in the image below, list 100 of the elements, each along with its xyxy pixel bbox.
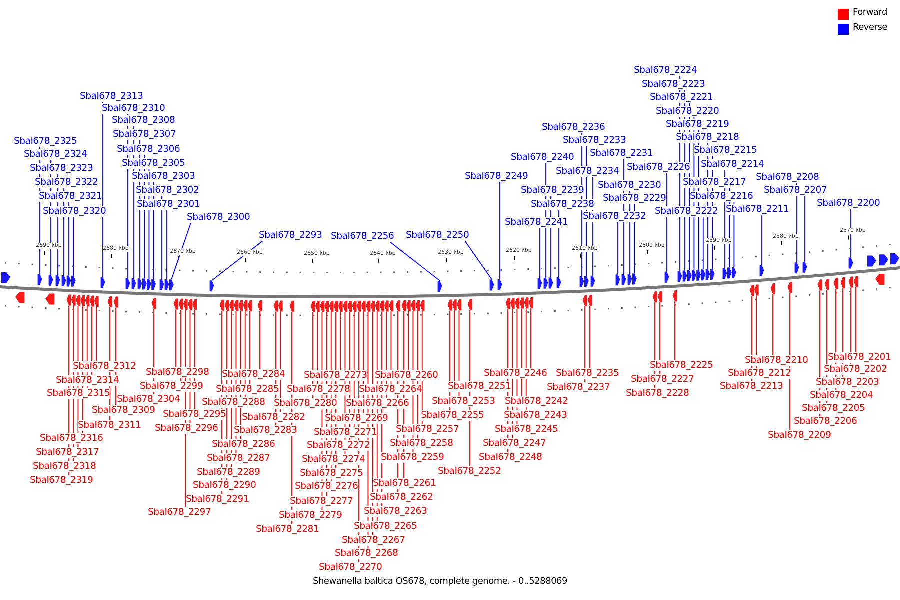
gene-feature xyxy=(411,300,416,312)
gene-label: Sbal678_2234 xyxy=(556,166,620,176)
gene-feature xyxy=(352,300,357,312)
gene-label: Sbal678_2204 xyxy=(810,390,874,400)
gene-feature xyxy=(108,296,112,308)
gene-label: Sbal678_2306 xyxy=(117,144,180,154)
gene-feature xyxy=(538,278,542,290)
gene-label: Sbal678_2300 xyxy=(187,212,250,222)
gene-feature xyxy=(320,300,324,312)
gene-feature xyxy=(524,298,529,309)
leader-line xyxy=(96,306,98,362)
gene-label: Sbal678_2281 xyxy=(256,524,320,534)
gene-label: Sbal678_2293 xyxy=(259,230,322,240)
gene-label: Sbal678_2262 xyxy=(370,492,434,502)
leader-line xyxy=(171,222,192,280)
gene-label: Sbal678_2238 xyxy=(531,198,594,210)
gene-label: Sbal678_2223 xyxy=(642,78,706,90)
leader-line xyxy=(464,240,492,280)
gene-label: Sbal678_2280 xyxy=(274,398,338,408)
gene-label: Sbal678_2283 xyxy=(234,424,298,436)
gene-label: Sbal678_2208 xyxy=(756,172,820,182)
gene-label: Sbal678_2284 xyxy=(222,368,286,380)
gene-label: Sbal678_2224 xyxy=(634,64,698,76)
caption: Shewanella baltica OS678, complete genome. - 0..5288069 xyxy=(313,577,568,588)
gene-label: Sbal678_2261 xyxy=(373,478,436,488)
gene-label: Sbal678_2295 xyxy=(163,408,226,420)
gene-feature xyxy=(274,300,278,312)
gene-label: Sbal678_2233 xyxy=(563,134,626,146)
gene-feature xyxy=(370,300,375,312)
gene-label: Sbal678_2203 xyxy=(816,376,880,388)
gene-label: Sbal678_2213 xyxy=(720,380,784,392)
gene-label: Sbal678_2220 xyxy=(656,106,720,116)
gene-label: Sbal678_2245 xyxy=(495,424,558,434)
leader-line xyxy=(166,210,168,280)
leader-line xyxy=(804,196,806,262)
gene-feature xyxy=(590,276,596,287)
gene-label: Sbal678_2225 xyxy=(650,360,714,370)
gene-label: Sbal678_2253 xyxy=(432,396,496,406)
gene-label: Sbal678_2250 xyxy=(406,230,470,240)
gene-label: Sbal678_2310 xyxy=(102,102,166,114)
gene-feature xyxy=(169,280,174,291)
gene-label: Sbal678_2247 xyxy=(483,438,546,448)
gene-feature xyxy=(126,278,130,290)
gene-feature xyxy=(701,270,706,281)
gene-feature xyxy=(616,274,620,286)
leader-line xyxy=(530,308,532,368)
gene-feature xyxy=(687,270,692,282)
gene-feature xyxy=(356,300,362,312)
gene-label: Sbal678_2256 xyxy=(331,230,394,242)
gene-label: Sbal678_2324 xyxy=(24,148,88,160)
gene-label: Sbal678_2304 xyxy=(117,394,180,404)
gene-feature xyxy=(824,278,830,290)
gene-feature xyxy=(664,272,670,283)
gene-label: Sbal678_2319 xyxy=(30,474,94,486)
gene-feature xyxy=(848,258,854,269)
gene-label: Sbal678_2313 xyxy=(80,90,144,102)
gene-feature xyxy=(338,300,343,312)
gene-feature xyxy=(315,300,320,312)
gene-label: Sbal678_2239 xyxy=(521,184,584,196)
gene-label: Sbal678_2252 xyxy=(438,466,502,476)
gene-label: Sbal678_2282 xyxy=(242,412,306,422)
gene-label: Sbal678_2299 xyxy=(140,380,204,392)
gene-label: Sbal678_2269 xyxy=(325,412,388,424)
gene-label: Sbal678_2217 xyxy=(683,176,746,188)
gene-feature xyxy=(750,285,754,296)
gene-feature xyxy=(210,280,214,292)
gene-feature xyxy=(580,276,584,288)
gene-feature xyxy=(682,270,688,282)
gene-label: Sbal678_2287 xyxy=(207,452,270,464)
gene-feature xyxy=(396,300,400,312)
gene-feature xyxy=(848,276,854,288)
gene-feature xyxy=(727,268,732,279)
gene-label: Sbal678_2214 xyxy=(701,158,764,170)
leader-line xyxy=(73,216,74,276)
gene-label: Sbal678_2216 xyxy=(690,190,754,202)
gene-label: Sbal678_2226 xyxy=(627,162,690,172)
gene-feature xyxy=(515,298,520,309)
gene-feature xyxy=(138,278,142,290)
gene-label: Sbal678_2237 xyxy=(547,382,610,392)
gene-label: Sbal678_2286 xyxy=(212,438,276,450)
leader-line xyxy=(850,208,852,258)
leader-line xyxy=(390,242,440,282)
gene-feature xyxy=(490,280,494,291)
gene-label: Sbal678_2255 xyxy=(421,410,484,420)
gene-label: Sbal678_2265 xyxy=(354,520,418,532)
gene-feature xyxy=(71,294,76,306)
leader-line xyxy=(212,240,264,282)
gene-label: Sbal678_2270 xyxy=(319,562,382,572)
gene-label: Sbal678_2302 xyxy=(136,184,200,196)
gene-feature xyxy=(760,265,764,276)
gene-feature xyxy=(722,268,728,280)
gene-label: Sbal678_2236 xyxy=(542,122,606,132)
gene-feature xyxy=(188,299,192,310)
gene-label: Sbal678_2200 xyxy=(817,198,880,208)
gene-feature xyxy=(38,274,42,286)
gene-feature xyxy=(238,300,243,312)
leader-line xyxy=(408,311,410,370)
gene-feature xyxy=(178,298,184,310)
gene-feature xyxy=(248,300,252,312)
gene-label: Sbal678_2211 xyxy=(726,204,790,214)
